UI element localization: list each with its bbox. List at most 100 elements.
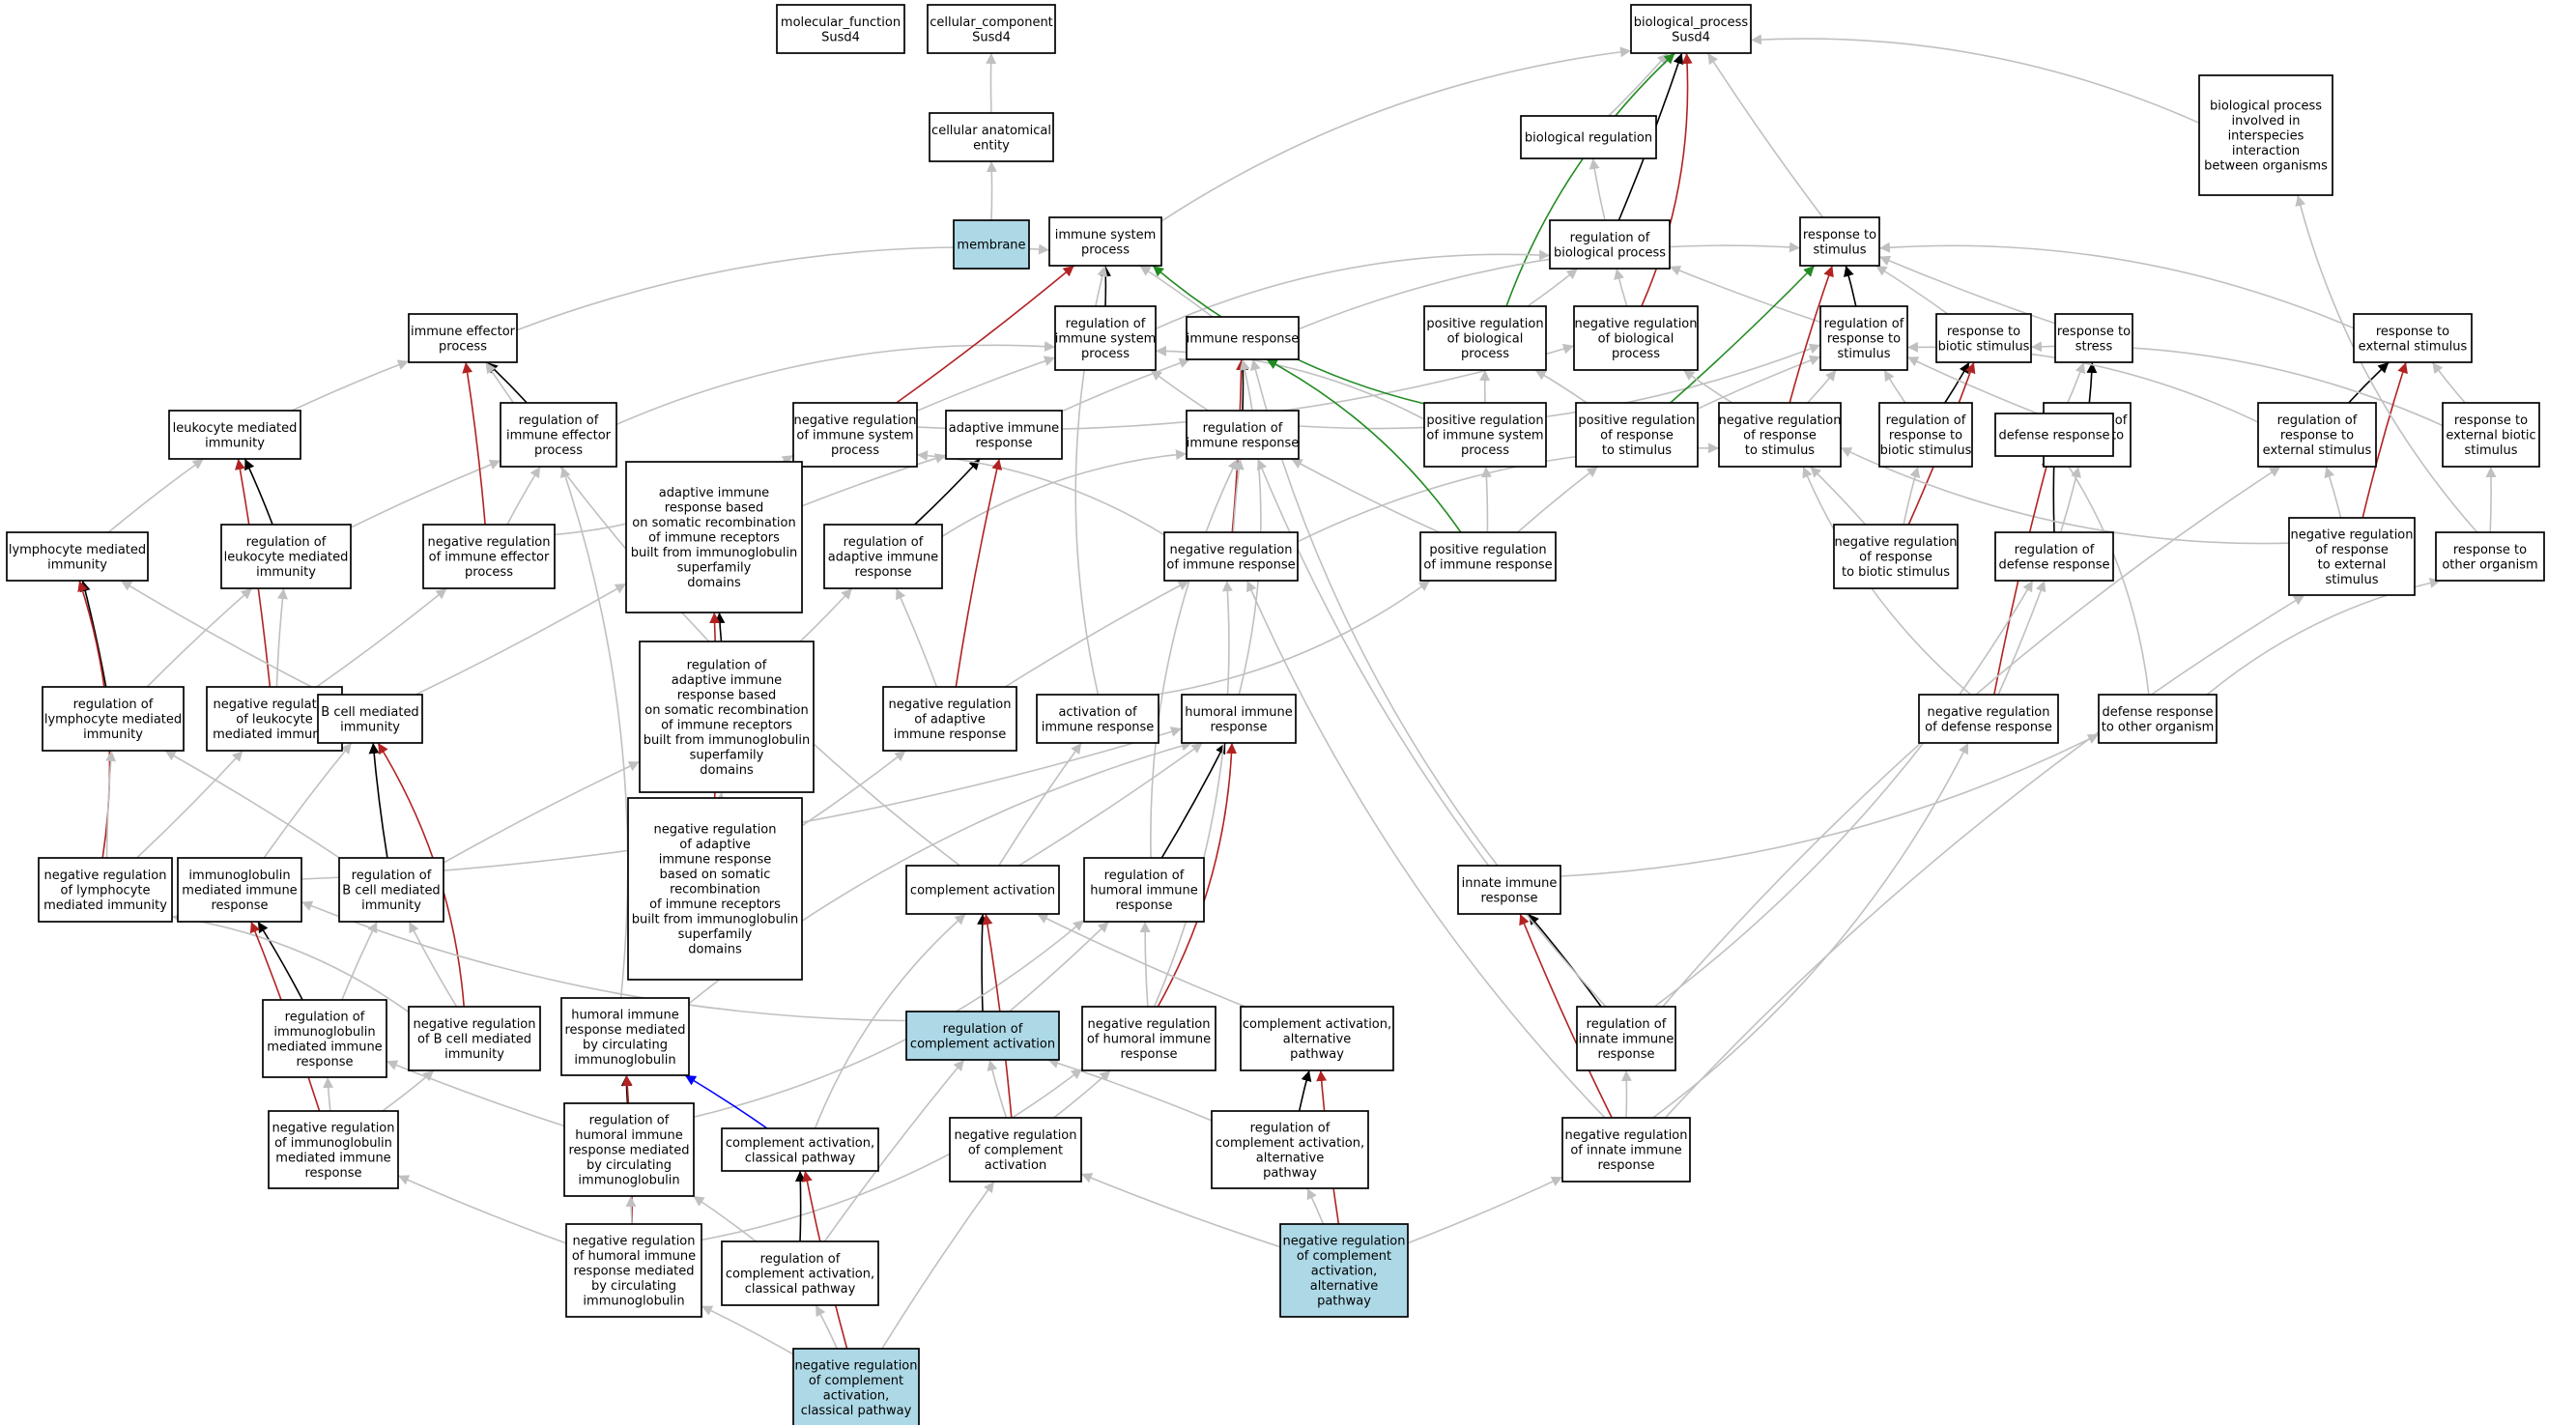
go-term-node-ir[interactable]: immune response — [1186, 316, 1300, 360]
go-term-label-line: positive regulation — [1578, 413, 1695, 428]
go-term-label: defense response — [1998, 429, 2109, 443]
go-term-label-line: alternative — [1283, 1033, 1351, 1047]
edge-is-a-rcaap-to-rca — [1047, 1058, 1213, 1122]
go-term-box — [1630, 4, 1752, 54]
go-term-node-br[interactable]: biological regulation — [1520, 115, 1657, 159]
go-term-node-ca[interactable]: complement activation — [905, 865, 1060, 915]
edge-is-a-hir-to-ir — [1238, 358, 1262, 696]
go-term-box — [625, 461, 803, 613]
go-term-box — [1575, 402, 1699, 468]
go-term-label-line: of humoral immune — [572, 1249, 696, 1264]
go-term-box — [1423, 402, 1547, 468]
edge-is-a-nrca-to-nrhir — [1053, 1069, 1111, 1119]
edge-is-a-riep-to-risp — [615, 341, 1056, 426]
go-term-label-line: biological regulation — [1525, 131, 1652, 146]
go-term-label-line: response to — [2376, 325, 2449, 339]
go-term-label-line: external biotic — [2446, 429, 2535, 443]
go-term-node-membrane[interactable]: membrane — [953, 219, 1030, 270]
go-term-box — [1935, 313, 2032, 363]
edge-negatively-regulates-nriir-to-iir — [1519, 913, 1613, 1119]
edge-is-a-rlmi-to-riep — [350, 459, 501, 528]
go-term-label-line: regulation of — [844, 535, 924, 550]
go-term-node-dr[interactable]: defense response — [1994, 413, 2114, 457]
edge-is-a-rlymi-to-rlmi — [146, 587, 253, 688]
go-term-label-line: negative regulation — [427, 535, 550, 550]
edge-is-a-caap-to-ca — [1036, 913, 1246, 1008]
go-term-label-line: of adaptive — [914, 713, 986, 727]
go-term-node-cacp[interactable]: complement activation,classical pathway — [721, 1127, 879, 1172]
